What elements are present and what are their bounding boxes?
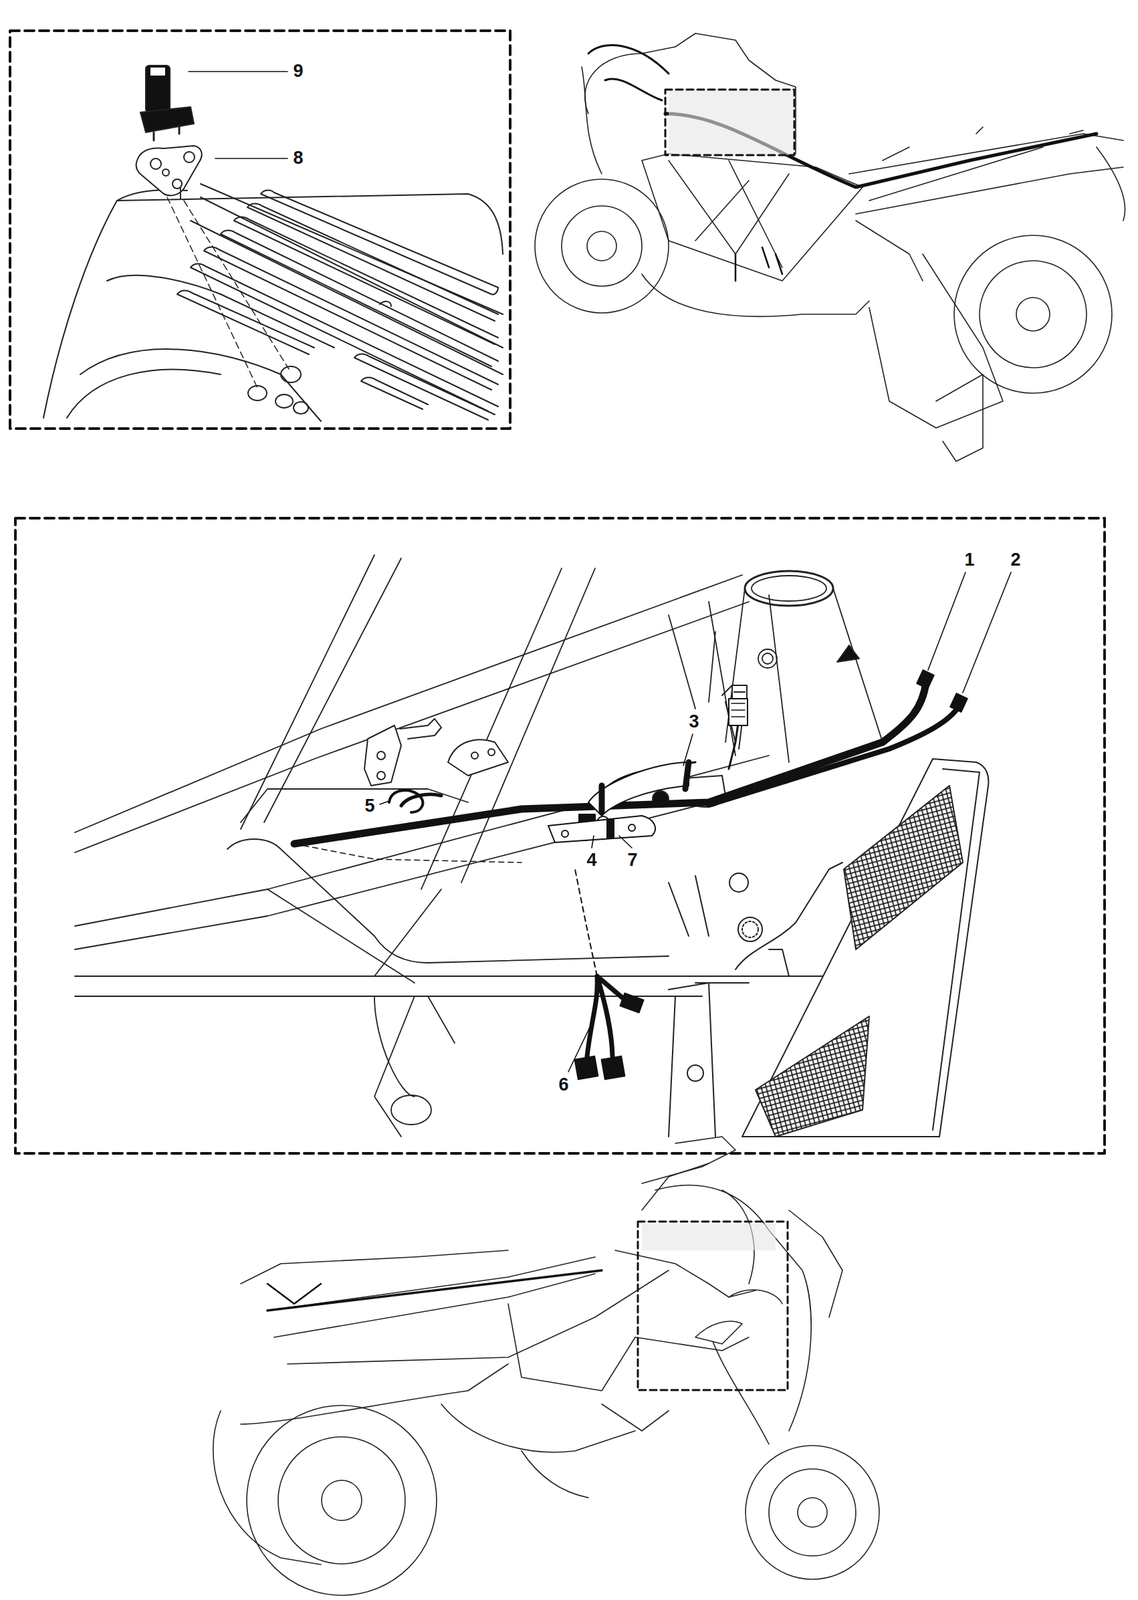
motorcycle-sketch (213, 1136, 880, 1596)
assembly-line (167, 197, 289, 388)
callout-number: 3 (686, 712, 701, 733)
callout-number: 2 (1008, 550, 1023, 571)
motorcycle-sketch (534, 33, 1126, 462)
sensor (140, 65, 194, 141)
detail-frame (15, 518, 1105, 1154)
frame-tubes (74, 554, 883, 1137)
callout-number: 8 (290, 148, 305, 169)
airbox-cover (43, 183, 503, 422)
callout-number: 4 (584, 850, 599, 871)
callout-number: 9 (290, 61, 305, 82)
callout-number: 1 (962, 550, 977, 571)
callout-number: 7 (625, 850, 640, 871)
detail-frame (10, 30, 511, 429)
leader-line (379, 572, 1011, 1072)
bracket-plate (135, 145, 202, 200)
leader-line (188, 71, 288, 159)
radiator (668, 758, 989, 1137)
callout-number: 6 (556, 1075, 571, 1096)
wiring-harness (294, 669, 968, 1080)
callout-number: 5 (362, 796, 377, 817)
